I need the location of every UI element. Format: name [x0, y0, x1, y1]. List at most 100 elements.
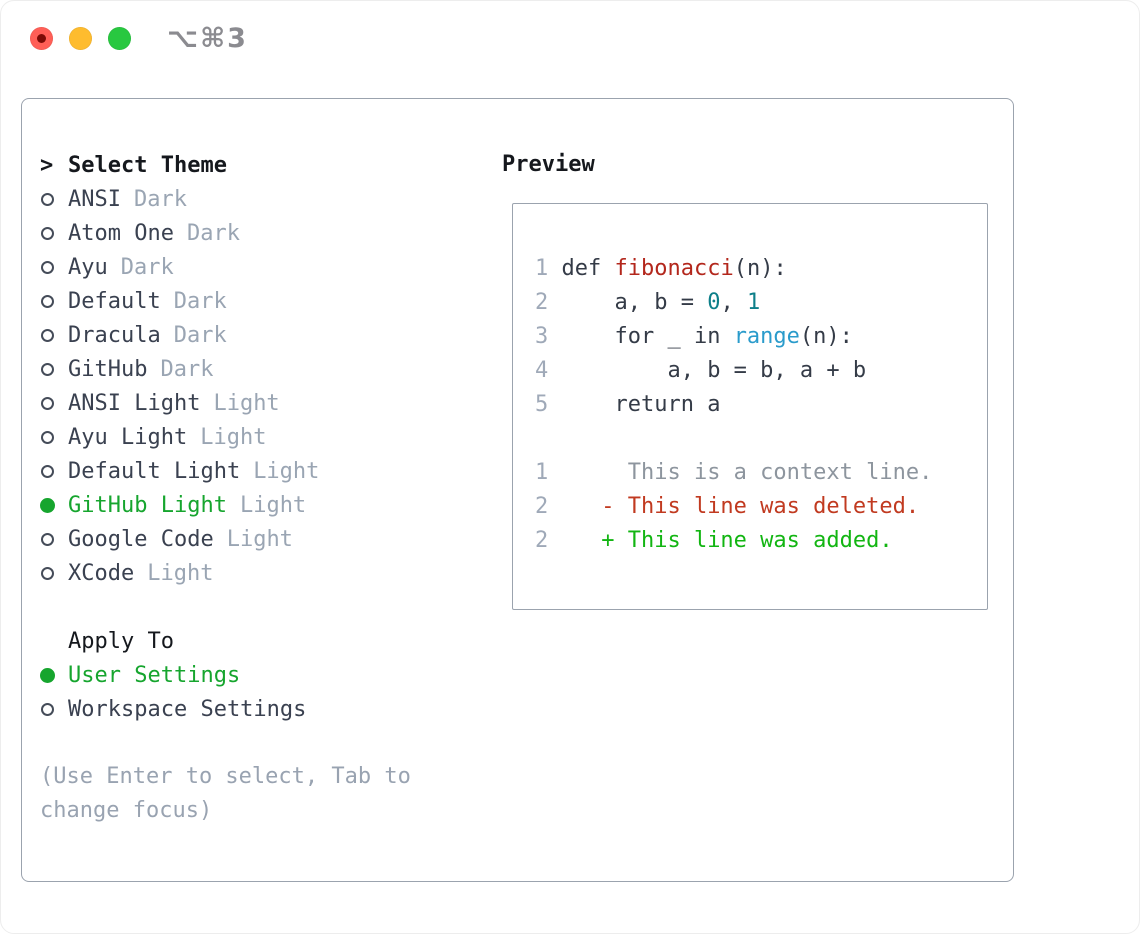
item-variant-label: Dark: [160, 356, 214, 382]
theme-option-github-light[interactable]: GitHub Light Light: [40, 488, 490, 522]
code-token: a, b = b, a + b: [561, 358, 867, 383]
apply-option-user-settings[interactable]: User Settings: [40, 658, 490, 692]
apply-option-workspace-settings[interactable]: Workspace Settings: [40, 692, 490, 726]
item-label: GitHub Light: [68, 492, 227, 518]
spacer: [535, 426, 987, 460]
code-token: for _ in: [561, 324, 734, 349]
theme-option-xcode[interactable]: XCode Light: [40, 556, 490, 590]
item-label: Atom One: [68, 220, 174, 246]
item-variant-label: Dark: [173, 288, 227, 314]
item-label: Workspace Settings: [68, 696, 307, 722]
theme-option-ansi-light[interactable]: ANSI Light Light: [40, 386, 490, 420]
theme-option-atom-one[interactable]: Atom One Dark: [40, 216, 490, 250]
diff-line: 1 This is a context line.: [535, 460, 987, 494]
radio-unselected-icon: [40, 532, 68, 546]
code-token: (n):: [799, 324, 853, 349]
line-number: 1: [535, 256, 562, 281]
code-token: a, b =: [561, 290, 708, 315]
line-number: 5: [535, 392, 562, 417]
minimize-button[interactable]: [69, 27, 92, 50]
code-token: def: [561, 256, 615, 281]
radio-unselected-icon: [40, 260, 68, 274]
item-variant-label: Dark: [186, 220, 240, 246]
code-line: 1 def fibonacci(n):: [535, 256, 987, 290]
theme-option-ayu-light[interactable]: Ayu Light Light: [40, 420, 490, 454]
theme-option-default-light[interactable]: Default Light Light: [40, 454, 490, 488]
item-variant-label: Light: [147, 560, 214, 586]
preview-title: Preview: [502, 152, 595, 177]
theme-option-dracula[interactable]: Dracula Dark: [40, 318, 490, 352]
radio-unselected-icon: [40, 396, 68, 410]
theme-menu-title: Select Theme: [68, 152, 227, 178]
diff-line: 2 - This line was deleted.: [535, 494, 987, 528]
item-variant-label: Light: [200, 424, 267, 450]
code-token: 1: [746, 290, 761, 315]
item-variant-label: Dark: [133, 186, 187, 212]
line-number: 2: [535, 290, 562, 315]
item-label: Default: [68, 288, 161, 314]
code-token: (n):: [733, 256, 787, 281]
item-label: XCode: [68, 560, 135, 586]
apply-to-header: Apply To: [40, 624, 490, 658]
radio-unselected-icon: [40, 430, 68, 444]
item-label: Ayu Light: [68, 424, 188, 450]
theme-option-ansi[interactable]: ANSI Dark: [40, 182, 490, 216]
item-variant-label: Light: [213, 390, 280, 416]
diff-line: 2 + This line was added.: [535, 528, 987, 562]
spacer: [40, 590, 490, 624]
item-label: Ayu: [68, 254, 108, 280]
item-variant-label: Light: [226, 526, 293, 552]
theme-option-default[interactable]: Default Dark: [40, 284, 490, 318]
diff-sample: 1 This is a context line.2 - This line w…: [535, 460, 987, 562]
code-token: fibonacci: [614, 256, 734, 281]
diff-text: This is a context line.: [548, 460, 933, 485]
radio-selected-icon: [40, 667, 68, 683]
code-token: return a: [561, 392, 721, 417]
item-variant-label: Light: [239, 492, 307, 518]
radio-unselected-icon: [40, 702, 68, 716]
item-variant-label: Dark: [173, 322, 227, 348]
titlebar: ⌥⌘3: [1, 1, 1139, 75]
item-label: ANSI Light: [68, 390, 201, 416]
radio-unselected-icon: [40, 294, 68, 308]
theme-option-github[interactable]: GitHub Dark: [40, 352, 490, 386]
code-line: 5 return a: [535, 392, 987, 426]
line-number: 1: [535, 460, 549, 485]
diff-text: + This line was added.: [548, 528, 893, 553]
close-button[interactable]: [30, 27, 53, 50]
code-token: ,: [720, 290, 747, 315]
radio-unselected-icon: [40, 362, 68, 376]
apply-to-title: Apply To: [68, 628, 174, 654]
item-label: User Settings: [68, 662, 241, 688]
code-token: range: [733, 324, 800, 349]
radio-unselected-icon: [40, 566, 68, 580]
item-variant-label: Dark: [120, 254, 174, 280]
item-variant-label: Light: [253, 458, 320, 484]
theme-option-google-code[interactable]: Google Code Light: [40, 522, 490, 556]
preview-panel: Preview 1 def fibonacci(n):2 a, b = 0, 1…: [497, 148, 988, 610]
item-label: Default Light: [68, 458, 241, 484]
keyboard-hint: (Use Enter to select, Tab to change focu…: [40, 764, 411, 823]
zoom-button[interactable]: [108, 27, 131, 50]
line-number: 4: [535, 358, 562, 383]
item-label: Google Code: [68, 526, 214, 552]
diff-text: - This line was deleted.: [548, 494, 920, 519]
theme-menu-header: > Select Theme: [40, 148, 490, 182]
line-number: 2: [535, 494, 549, 519]
prompt-icon: >: [40, 152, 54, 178]
item-label: Dracula: [68, 322, 161, 348]
radio-unselected-icon: [40, 328, 68, 342]
item-label: ANSI: [68, 186, 121, 212]
code-token: 0: [707, 290, 721, 315]
line-number: 2: [535, 528, 549, 553]
item-label: GitHub: [68, 356, 148, 382]
theme-option-ayu[interactable]: Ayu Dark: [40, 250, 490, 284]
line-number: 3: [535, 324, 562, 349]
